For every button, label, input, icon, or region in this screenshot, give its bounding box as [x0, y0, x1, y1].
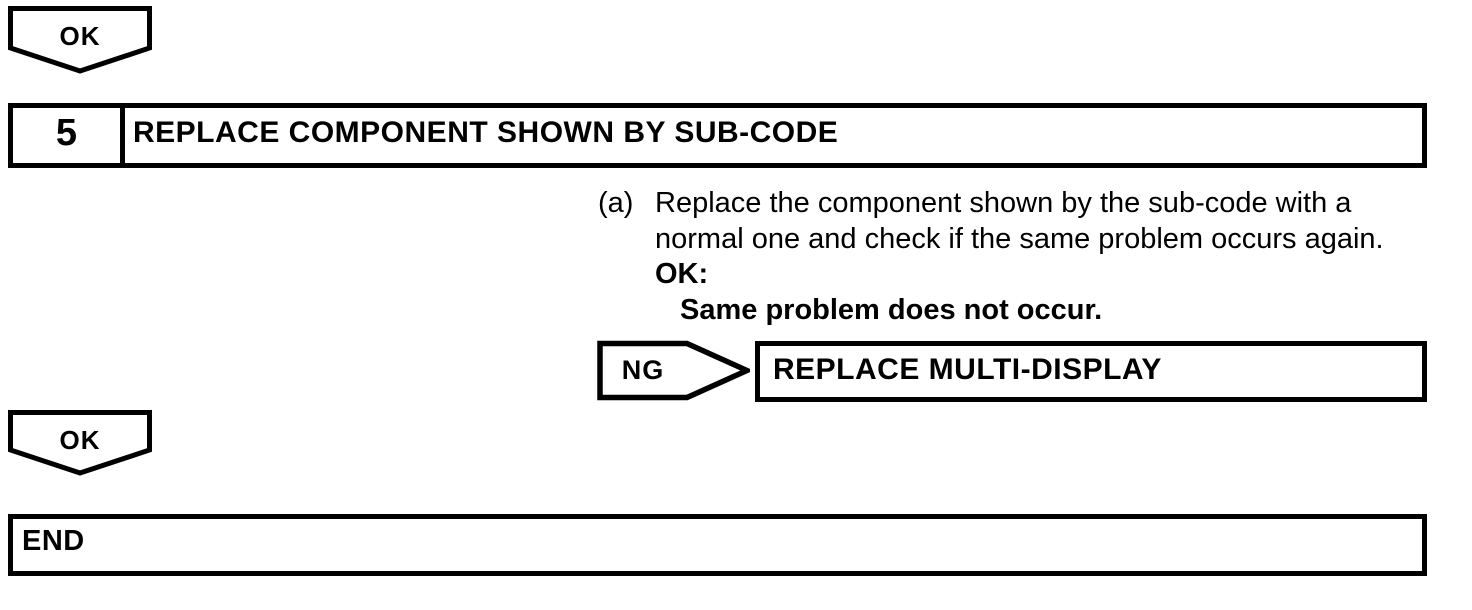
ok-condition-label: OK: [655, 258, 709, 290]
ok-connector-top: OK [8, 6, 152, 75]
ok-pentagon-down-icon [8, 6, 152, 74]
step-title: REPLACE COMPONENT SHOWN BY SUB-CODE [133, 115, 839, 149]
step-number: 5 [13, 108, 125, 163]
ok-pentagon-down-icon [8, 410, 152, 476]
instruction-block: (a) Replace the component shown by the s… [598, 186, 1458, 328]
instruction-list-marker: (a) [598, 187, 634, 219]
instruction-text: Replace the component shown by the sub-c… [655, 186, 1458, 328]
instruction-line-1: Replace the component shown by the sub-c… [655, 187, 1352, 219]
ok-condition-text: Same problem does not occur. [680, 293, 1103, 326]
end-box: END [8, 514, 1427, 576]
ng-connector-label: NG [621, 355, 665, 385]
ok-connector-bottom-label: OK [59, 425, 101, 455]
step-header-box: 5 REPLACE COMPONENT SHOWN BY SUB-CODE [8, 103, 1427, 168]
ok-connector-top-label: OK [59, 21, 101, 51]
ng-action-box: REPLACE MULTI-DISPLAY [755, 341, 1427, 402]
instruction-line-2: normal one and check if the same problem… [655, 222, 1384, 255]
ng-pentagon-right-icon [597, 340, 750, 401]
ok-connector-bottom: OK [8, 410, 152, 477]
ng-connector: NG [597, 340, 750, 401]
